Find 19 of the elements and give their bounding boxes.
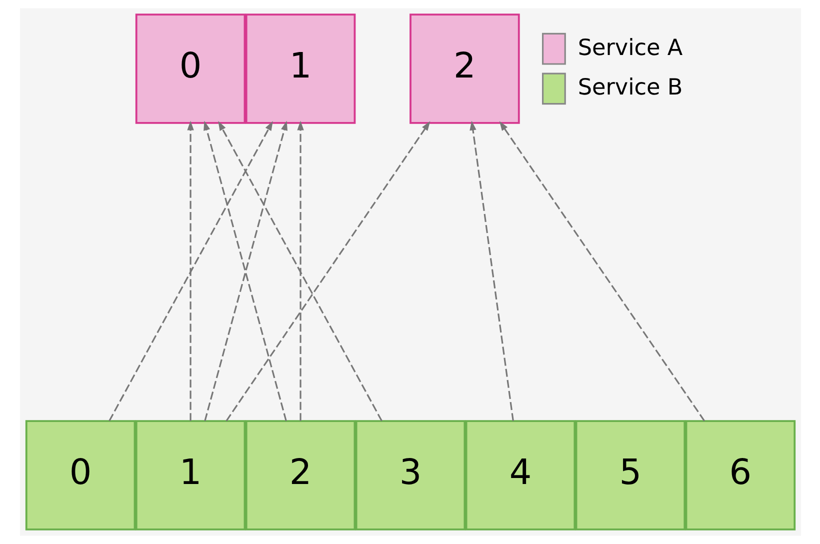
node-box: 1 — [244, 14, 356, 124]
legend-label: Service A — [577, 34, 682, 61]
node-box: 2 — [409, 14, 520, 124]
arrow — [225, 121, 430, 422]
arrow — [218, 120, 382, 422]
node-box: 0 — [134, 14, 246, 124]
arrow — [108, 120, 272, 422]
node-box: 5 — [574, 420, 686, 530]
node-box: 6 — [684, 420, 796, 530]
legend-label: Service B — [577, 74, 682, 101]
arrow — [498, 121, 705, 422]
node-box: 1 — [134, 420, 246, 530]
arrow — [186, 120, 194, 421]
arrow — [469, 120, 514, 421]
node-box: 0 — [24, 420, 136, 530]
node-box: 2 — [244, 420, 356, 530]
arrow — [296, 120, 304, 421]
node-box: 4 — [464, 420, 576, 530]
node-box: 3 — [354, 420, 466, 530]
